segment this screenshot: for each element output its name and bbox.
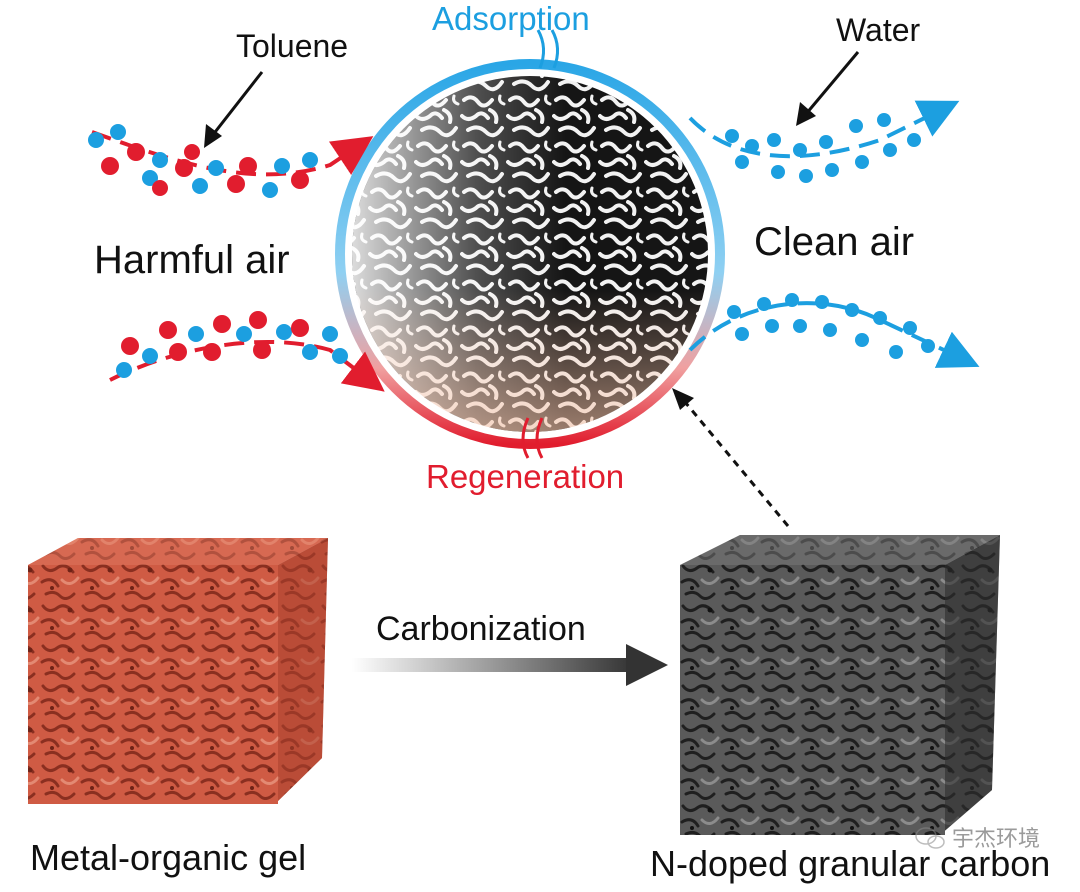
toluene-label: Toluene: [236, 28, 349, 64]
metal-organic-gel-cube: [28, 538, 328, 804]
watermark-text: 宇杰环境: [952, 826, 1041, 851]
carbonization-arrow: [352, 644, 668, 686]
n-doped-carbon-cube: [680, 535, 1000, 835]
wechat-icon: [915, 827, 945, 849]
n-doped-carbon-label: N-doped granular carbon: [650, 843, 1051, 884]
clean-air-stream-bottom: [688, 293, 980, 368]
metal-organic-gel-label: Metal-organic gel: [30, 837, 307, 878]
adsorption-connector: [536, 29, 559, 69]
toluene-pointer-arrow: [204, 71, 264, 148]
water-pointer-arrow: [796, 51, 860, 126]
granular-carbon-sphere: [335, 59, 725, 449]
regeneration-connector: [521, 417, 544, 459]
clean-air-stream-top: [688, 100, 960, 183]
clean-air-label: Clean air: [754, 220, 915, 264]
harmful-air-label: Harmful air: [94, 238, 290, 282]
harmful-air-stream-bottom: [109, 311, 385, 392]
water-label: Water: [836, 12, 921, 48]
regeneration-label: Regeneration: [426, 458, 625, 495]
adsorption-label: Adsorption: [432, 0, 590, 37]
carbonization-label: Carbonization: [376, 610, 586, 648]
harmful-air-stream-top: [88, 124, 374, 198]
carbon-to-sphere-dashed-arrow: [672, 388, 790, 527]
